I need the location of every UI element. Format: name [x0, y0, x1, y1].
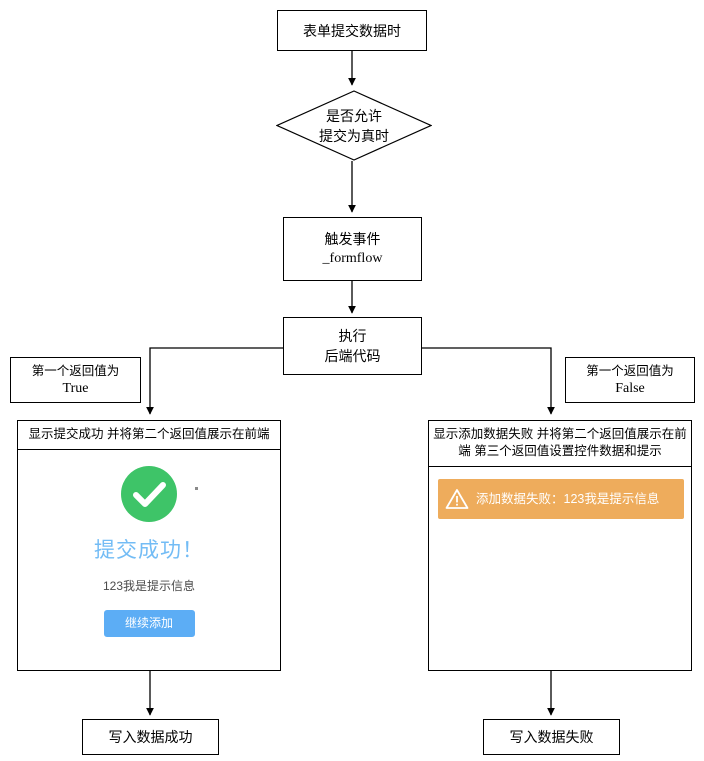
check-circle-icon — [121, 466, 177, 522]
node-trigger-event: 触发事件 _formflow — [283, 217, 422, 281]
success-panel: 显示提交成功 并将第二个返回值展示在前端 提交成功！ 123我是提示信息 继续添… — [17, 420, 281, 671]
branch-label-true-line2: True — [62, 381, 89, 396]
success-panel-header-line2: 并将第二个返回值展示在前端 — [106, 427, 270, 441]
error-alert[interactable]: 添加数据失败：123我是提示信息 — [438, 479, 684, 519]
branch-label-false-line2: False — [615, 381, 645, 396]
success-panel-header-line1: 显示提交成功 — [28, 427, 104, 441]
decision-shape — [276, 90, 432, 161]
node-execute-backend: 执行 后端代码 — [283, 317, 422, 375]
stray-artifact-dot — [195, 487, 198, 490]
node-write-success-label: 写入数据成功 — [108, 729, 193, 745]
error-alert-text: 添加数据失败：123我是提示信息 — [476, 492, 660, 506]
success-panel-body: 提交成功！ 123我是提示信息 继续添加 — [18, 450, 280, 670]
fail-panel-body: 添加数据失败：123我是提示信息 — [429, 467, 691, 670]
node-start: 表单提交数据时 — [277, 10, 427, 51]
branch-label-false: 第一个返回值为 False — [565, 357, 695, 403]
node-execute-label-line1: 执行 — [338, 328, 367, 344]
branch-label-true: 第一个返回值为 True — [10, 357, 141, 403]
fail-panel: 显示添加数据失败 并将第二个返回值展示在前端 第三个返回值设置控件数据和提示 添… — [428, 420, 692, 671]
continue-add-button[interactable]: 继续添加 — [103, 610, 195, 637]
node-trigger-label-line2: _formflow — [322, 251, 383, 266]
fail-panel-header-line1: 显示添加数据失败 — [433, 427, 534, 441]
node-write-fail: 写入数据失败 — [483, 719, 620, 755]
node-trigger-label-line1: 触发事件 — [324, 231, 381, 247]
fail-panel-header-line2: 并将第二个返回值展示在前端 — [458, 427, 687, 458]
node-write-fail-label: 写入数据失败 — [509, 729, 594, 745]
node-decision-label-line2: 提交为真时 — [319, 127, 389, 144]
node-start-label: 表单提交数据时 — [303, 22, 401, 39]
node-decision-label-line1: 是否允许 — [326, 107, 382, 124]
fail-panel-header: 显示添加数据失败 并将第二个返回值展示在前端 第三个返回值设置控件数据和提示 — [429, 421, 691, 467]
warning-triangle-icon — [438, 488, 476, 510]
success-title: 提交成功！ — [94, 539, 204, 562]
success-panel-header: 显示提交成功 并将第二个返回值展示在前端 — [18, 421, 280, 450]
node-write-success: 写入数据成功 — [82, 719, 219, 755]
branch-label-false-line1: 第一个返回值为 — [586, 364, 674, 378]
branch-label-true-line1: 第一个返回值为 — [31, 364, 120, 378]
node-decision: 是否允许 提交为真时 — [276, 90, 432, 161]
success-message: 123我是提示信息 — [102, 579, 196, 593]
node-execute-label-line2: 后端代码 — [324, 348, 381, 364]
fail-panel-header-line3: 第三个返回值设置控件数据和提示 — [474, 444, 662, 458]
